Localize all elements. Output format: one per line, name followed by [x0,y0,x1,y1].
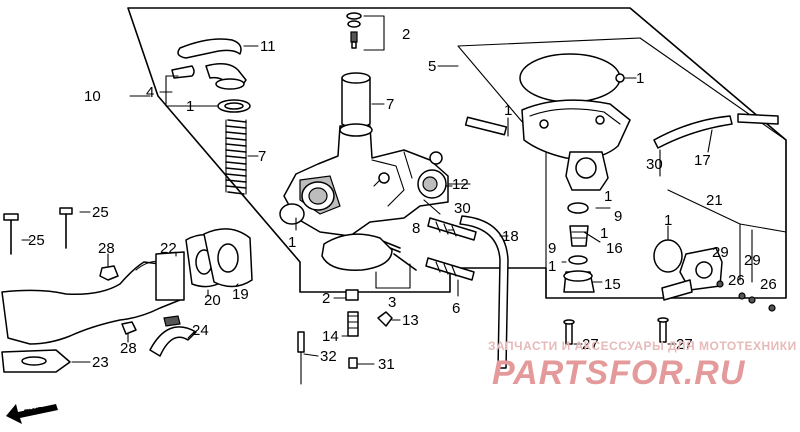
insulator [155,251,185,301]
part-label: 20 [204,292,221,309]
throttle-spring [225,119,247,195]
part-label: 31 [378,356,395,373]
part-label: 17 [694,152,711,169]
part-label: 26 [760,276,777,293]
part-label: 27 [582,336,599,353]
jet-needle-clip [346,12,362,49]
part-label: 29 [744,252,761,269]
slow-jet [297,331,305,385]
air-vent-tube [177,38,242,59]
part-label: 15 [604,276,621,293]
float-bowl [521,99,631,191]
svg-text:FWD: FWD [23,405,45,418]
part-label: 12 [452,176,469,193]
carburetor-body [283,123,449,237]
part-label: 1 [288,234,296,251]
part-label: 1 [600,225,608,242]
part-label: 30 [454,200,471,217]
part-labels: 11 10 4 1 7 2 7 5 1 1 30 17 12 1 25 25 2… [28,26,777,373]
part-label: 11 [260,38,276,55]
part-label: 7 [386,96,394,113]
part-label: 9 [548,240,556,257]
part-label: 1 [548,258,556,275]
idle-screw [393,253,417,271]
part-label: 28 [120,340,137,357]
overflow-hose [459,215,509,369]
float-bowl-cover [321,233,393,271]
part-label: 1 [186,98,194,115]
part-label: 1 [504,102,512,119]
float-bowl-gasket [519,53,625,103]
fuel-cock-screws [716,280,776,312]
part-label: 18 [502,228,519,245]
part-label: 9 [614,208,622,225]
part-label: 25 [28,232,45,249]
nut [99,265,119,281]
leader-lines [21,45,713,365]
pipe-gasket [1,349,71,373]
seal-washer [217,99,251,113]
part-label: 5 [428,58,436,75]
fwd-arrow-icon: FWD [6,404,58,424]
part-label: 19 [232,286,249,303]
pipe-band [149,315,197,357]
part-label: 1 [664,212,672,229]
clip [377,311,393,327]
mixture-screw-set [425,217,477,281]
nut [121,321,137,335]
intake-pipe [1,260,181,345]
part-label: 29 [712,244,729,261]
starter-valve-cap [171,63,247,90]
part-label: 2 [322,290,330,307]
part-label: 3 [388,294,396,311]
part-label: 2 [402,26,410,43]
drain-tube [653,113,779,149]
part-label: 22 [160,240,177,257]
needle-jet [345,289,359,337]
fuel-cock [653,239,723,301]
part-label: 8 [412,220,420,237]
part-label: 28 [98,240,115,257]
part-label: 23 [92,354,109,371]
part-label: 21 [706,192,723,209]
mounting-bolt [657,317,669,343]
pilot-screw-cap [417,169,447,199]
bolt [59,207,73,249]
o-ring-gasket [203,228,253,288]
part-label: 30 [646,156,663,173]
watermark: ЗАПЧАСТИ И АКСЕССУАРЫ ДЛЯ МОТОТЕХНИКИ PA… [488,339,797,392]
svg-text:PARTSFOR.RU: PARTSFOR.RU [492,354,746,392]
part-label: 14 [322,328,339,345]
main-jet [348,357,358,369]
part-label: 26 [728,272,745,289]
intake-o-ring [279,203,305,225]
part-label: 1 [604,188,612,205]
throttle-valve [341,72,371,129]
drain-plug [464,116,508,136]
bolt [3,213,19,255]
part-label: 7 [258,148,266,165]
part-label: 10 [84,88,101,105]
svg-text:ЗАПЧАСТИ И АКСЕССУАРЫ ДЛЯ МОТО: ЗАПЧАСТИ И АКСЕССУАРЫ ДЛЯ МОТОТЕХНИКИ [488,339,797,353]
part-label: 16 [606,240,623,257]
mounting-bolt [563,319,575,345]
part-label: 4 [146,84,154,101]
part-label: 13 [402,312,419,329]
part-label: 27 [676,336,693,353]
float-valve-parts [563,202,595,293]
part-label: 24 [192,322,209,339]
part-label: 6 [452,300,460,317]
part-label: 32 [320,348,337,365]
part-label: 1 [636,70,644,87]
part-label: 25 [92,204,109,221]
